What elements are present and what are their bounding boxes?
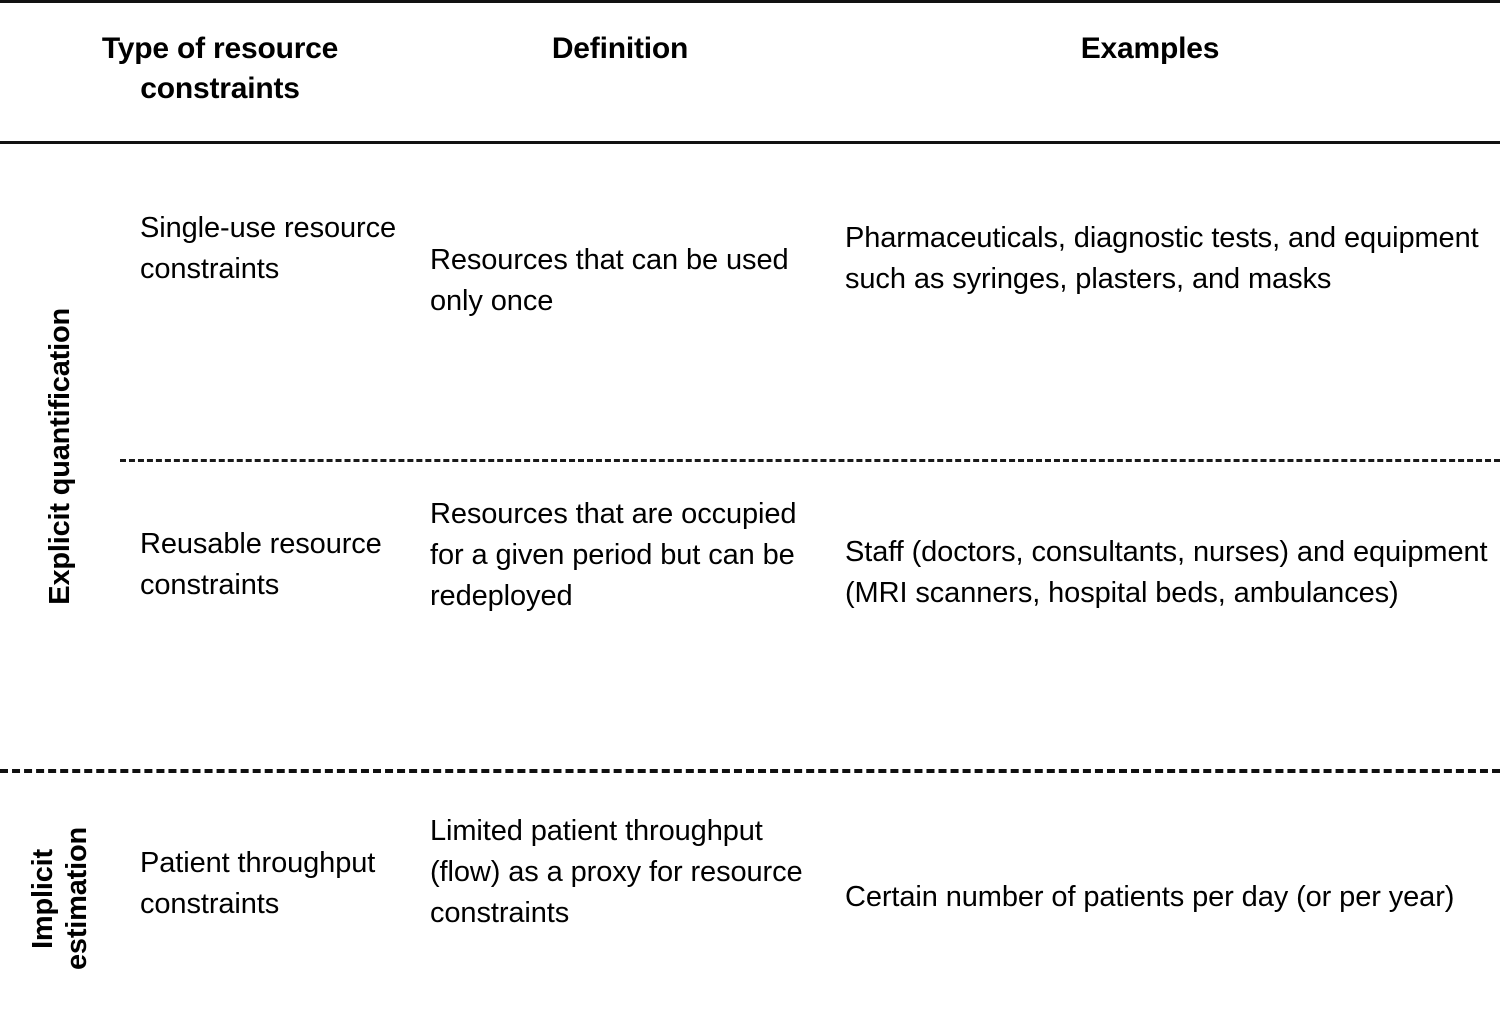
- cell-definition: Resources that can be used only once: [430, 244, 789, 318]
- group-separator-dashed-full: [0, 769, 1500, 773]
- table-top-rule: [0, 0, 1500, 3]
- cell-examples: Staff (doctors, consultants, nurses) and…: [845, 536, 1488, 610]
- column-header-type: Type of resource constraints: [101, 32, 339, 105]
- table-row: Reusable resource constraints Resources …: [0, 462, 1500, 769]
- table-row: Single-use resource constraints Resource…: [0, 144, 1500, 459]
- cell-type: Patient throughput constraints: [140, 847, 376, 921]
- header-bottom-rule: [0, 141, 1500, 144]
- cell-examples: Pharmaceuticals, diagnostic tests, and e…: [845, 222, 1479, 296]
- cell-type: Reusable resource constraints: [140, 528, 382, 602]
- column-header-examples: Examples: [1080, 32, 1220, 65]
- cell-examples: Certain number of patients per day (or p…: [845, 881, 1455, 913]
- cell-definition: Resources that are occupied for a given …: [430, 498, 797, 613]
- table-row: Patient throughput constraints Limited p…: [0, 773, 1500, 1024]
- table-header-row: Type of resource constraints Definition …: [0, 3, 1500, 141]
- column-header-definition: Definition: [551, 32, 689, 65]
- cell-type: Single-use resource constraints: [140, 212, 397, 286]
- cell-definition: Limited patient throughput (flow) as a p…: [430, 815, 803, 930]
- row-separator-dashed-inner: [120, 459, 1500, 462]
